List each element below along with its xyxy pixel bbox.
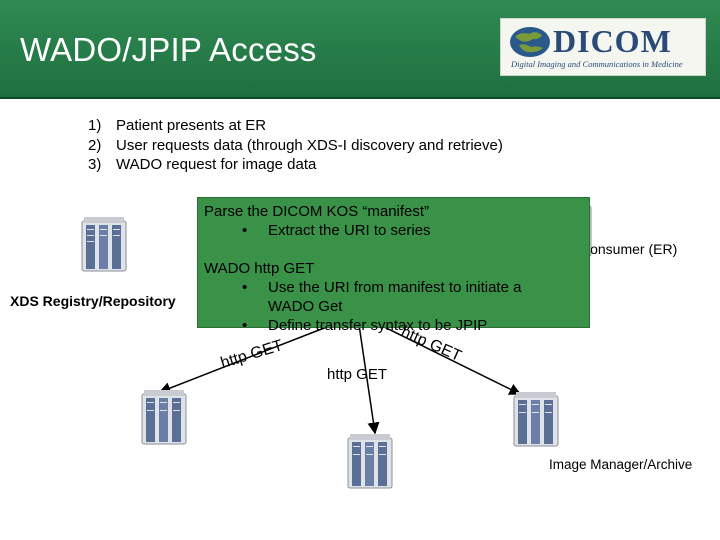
slide-title: WADO/JPIP Access [20, 31, 317, 68]
arrow-to-registry-server [158, 315, 356, 394]
step-item: 1)Patient presents at ER [88, 117, 267, 134]
image-manager-label: Image Manager/Archive [549, 457, 693, 472]
wado-bullet-dot-2: • [242, 317, 248, 334]
wado-bullet-dot-1: • [242, 279, 248, 296]
step-item: 3)WADO request for image data [88, 156, 317, 173]
parse-bullet-text: Extract the URI to series [268, 222, 431, 239]
parse-heading: Parse the DICOM KOS “manifest” [204, 203, 430, 220]
wado-bullet1-line1: Use the URI from manifest to initiate a [268, 279, 522, 296]
callout-box: Parse the DICOM KOS “manifest” • Extract… [197, 197, 590, 334]
title-bar: WADO/JPIP Access DICOM Digital Imaging a… [0, 0, 720, 99]
globe-icon [510, 27, 550, 57]
arrow-to-archive-server [361, 315, 522, 395]
http-get-center-label: http GET [327, 366, 388, 383]
step-item: 2)User requests data (through XDS-I disc… [88, 136, 503, 154]
center-server-icon [347, 434, 393, 489]
archive-server-icon [513, 392, 559, 447]
logo-wordmark: DICOM [553, 23, 672, 59]
consumer-label: Consumer (ER) [580, 241, 678, 257]
wado-heading: WADO http GET [204, 260, 315, 277]
wado-bullet2-text: Define transfer syntax to be JPIP [268, 317, 488, 334]
parse-bullet-dot: • [242, 222, 248, 239]
dicom-logo: DICOM Digital Imaging and Communications… [500, 18, 706, 76]
logo-tagline: Digital Imaging and Communications in Me… [511, 59, 683, 69]
left-server-icon [141, 390, 187, 445]
registry-label: XDS Registry/Repository [10, 293, 176, 309]
arrow-to-center-server [357, 317, 380, 435]
registry-server-icon [81, 217, 127, 272]
wado-bullet1-line2: WADO Get [268, 298, 343, 315]
steps-list: 1)Patient presents at ER 2)User requests… [88, 116, 503, 175]
